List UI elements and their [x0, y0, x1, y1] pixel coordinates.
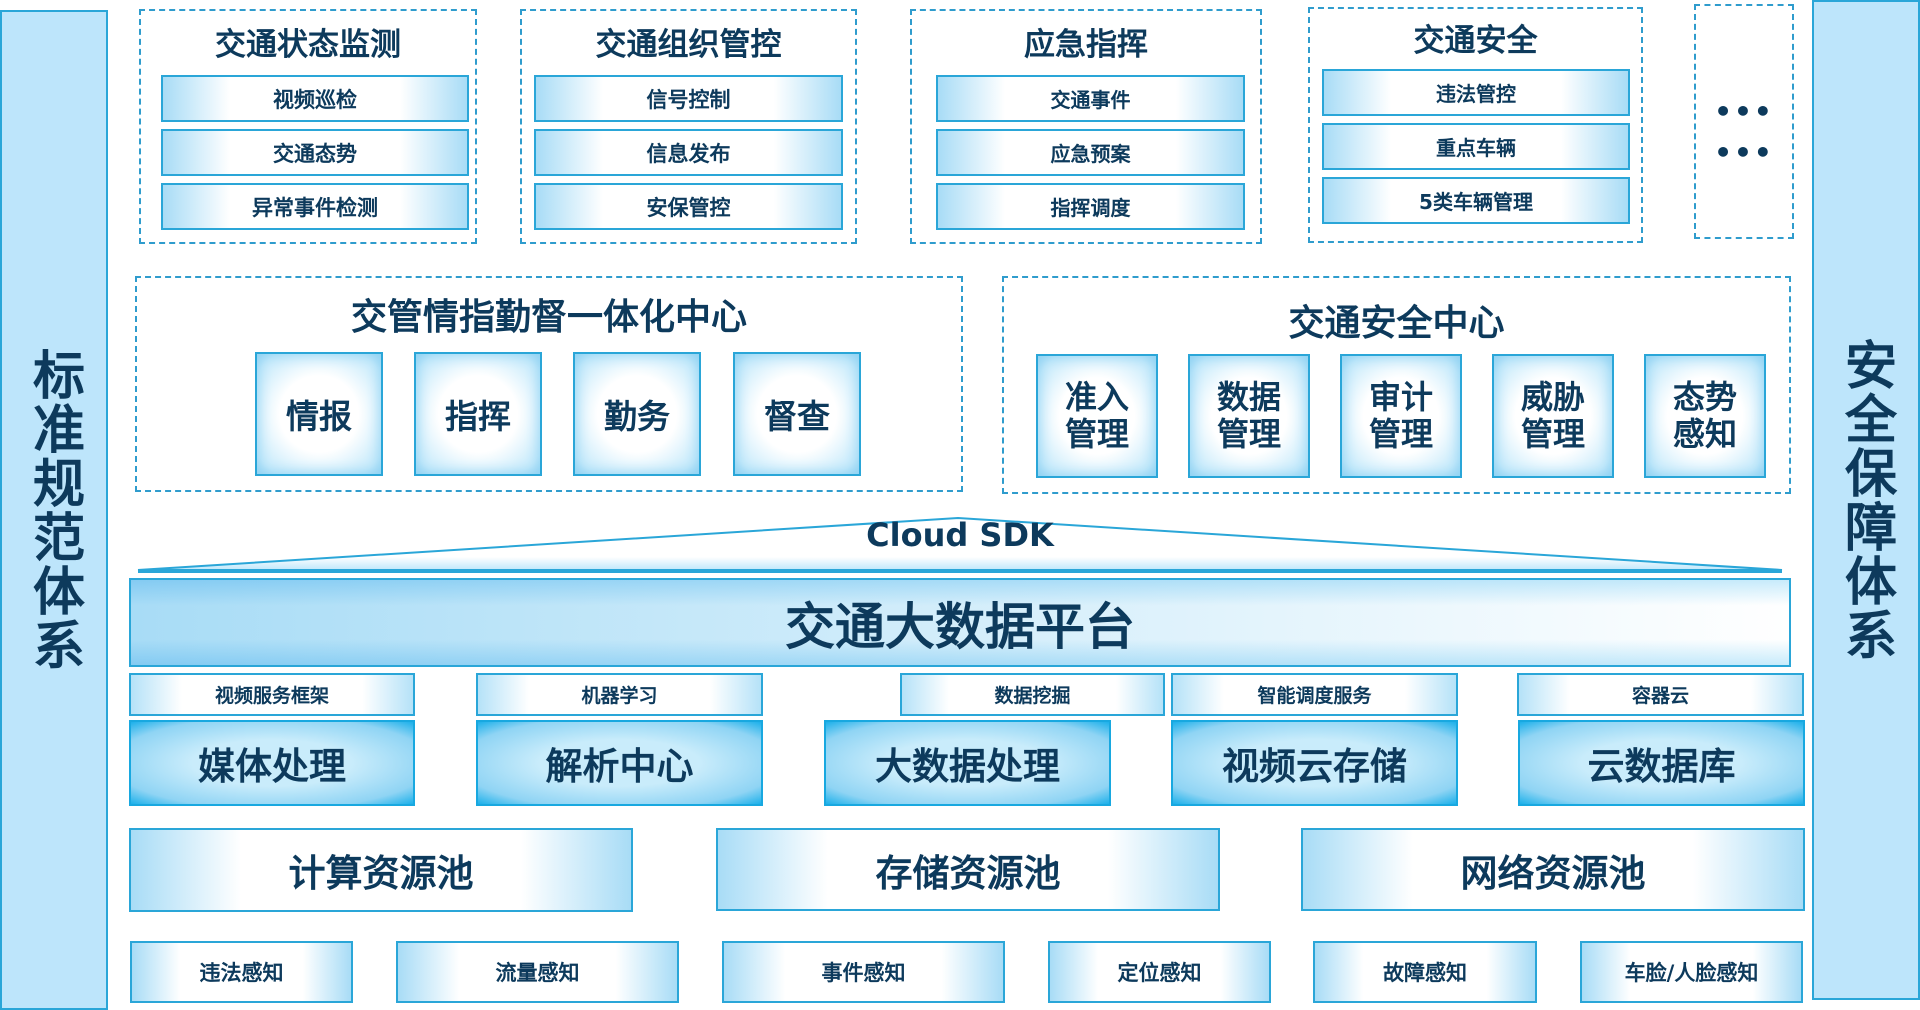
more-ellipsis: ••• [1714, 136, 1774, 169]
center-title: 交通安全中心 [1288, 303, 1505, 344]
module-media-processing[interactable]: 媒体处理 [129, 720, 415, 806]
standards-system-label: 标准规范体系 [23, 348, 84, 672]
cloud-sdk-label: Cloud SDK [866, 516, 1054, 554]
service-video-framework[interactable]: 视频服务框架 [129, 673, 415, 716]
module-video-cloud-storage[interactable]: 视频云存储 [1171, 720, 1458, 806]
card-duty[interactable]: 勤务 [573, 352, 701, 476]
cloud-sdk-roof [137, 516, 1783, 573]
item-traffic-event[interactable]: 交通事件 [936, 75, 1245, 122]
group-traffic-organization: 交通组织管控 信号控制 信息发布 安保管控 [520, 9, 857, 244]
group-title: 交通组织管控 [595, 27, 782, 63]
item-security-control[interactable]: 安保管控 [534, 183, 843, 230]
traffic-security-center: 交通安全中心 准入 管理 数据 管理 审计 管理 威胁 管理 态势 感知 [1002, 276, 1791, 494]
service-machine-learning[interactable]: 机器学习 [476, 673, 763, 716]
group-traffic-monitoring: 交通状态监测 视频巡检 交通态势 异常事件检测 [139, 9, 477, 244]
integrated-command-center: 交管情指勤督一体化中心 情报 指挥 勤务 督查 [135, 276, 963, 492]
standards-system-bar: 标准规范体系 [0, 10, 108, 1010]
sensing-violation[interactable]: 违法感知 [130, 941, 353, 1003]
service-smart-scheduling[interactable]: 智能调度服务 [1171, 673, 1458, 716]
item-key-vehicles[interactable]: 重点车辆 [1322, 123, 1630, 170]
sensing-vehicle-face[interactable]: 车脸/人脸感知 [1580, 941, 1803, 1003]
center-title: 交管情指勤督一体化中心 [350, 297, 747, 338]
service-data-mining[interactable]: 数据挖掘 [900, 673, 1165, 716]
card-threat-management[interactable]: 威胁 管理 [1492, 354, 1614, 478]
module-cloud-database[interactable]: 云数据库 [1518, 720, 1805, 806]
item-emergency-plan[interactable]: 应急预案 [936, 129, 1245, 176]
card-intelligence[interactable]: 情报 [255, 352, 383, 476]
card-command[interactable]: 指挥 [414, 352, 542, 476]
more-ellipsis: ••• [1714, 95, 1774, 128]
security-system-label: 安全保障体系 [1835, 338, 1896, 662]
security-system-bar: 安全保障体系 [1812, 0, 1920, 1000]
item-abnormal-event-detection[interactable]: 异常事件检测 [161, 183, 469, 230]
sensing-event[interactable]: 事件感知 [722, 941, 1005, 1003]
group-more: ••• ••• [1694, 4, 1794, 239]
service-container-cloud[interactable]: 容器云 [1517, 673, 1804, 716]
sensing-fault[interactable]: 故障感知 [1313, 941, 1537, 1003]
item-traffic-situation[interactable]: 交通态势 [161, 129, 469, 176]
group-traffic-safety: 交通安全 违法管控 重点车辆 5类车辆管理 [1308, 7, 1643, 243]
group-title: 应急指挥 [1024, 27, 1148, 63]
item-video-patrol[interactable]: 视频巡检 [161, 75, 469, 122]
card-access-management[interactable]: 准入 管理 [1036, 354, 1158, 478]
card-supervision[interactable]: 督查 [733, 352, 861, 476]
roof-shape [137, 516, 1783, 571]
module-big-data-processing[interactable]: 大数据处理 [824, 720, 1111, 806]
item-violation-control[interactable]: 违法管控 [1322, 69, 1630, 116]
card-audit-management[interactable]: 审计 管理 [1340, 354, 1462, 478]
traffic-big-data-platform[interactable]: 交通大数据平台 [129, 578, 1791, 667]
card-situation-awareness[interactable]: 态势 感知 [1644, 354, 1766, 478]
item-command-dispatch[interactable]: 指挥调度 [936, 183, 1245, 230]
sensing-traffic-flow[interactable]: 流量感知 [396, 941, 679, 1003]
item-info-release[interactable]: 信息发布 [534, 129, 843, 176]
group-title: 交通安全 [1413, 23, 1538, 59]
item-5-vehicle-management[interactable]: 5类车辆管理 [1322, 177, 1630, 224]
module-parsing-center[interactable]: 解析中心 [476, 720, 763, 806]
group-emergency-command: 应急指挥 交通事件 应急预案 指挥调度 [910, 9, 1262, 244]
item-signal-control[interactable]: 信号控制 [534, 75, 843, 122]
sensing-positioning[interactable]: 定位感知 [1048, 941, 1271, 1003]
pool-compute[interactable]: 计算资源池 [129, 828, 633, 912]
card-data-management[interactable]: 数据 管理 [1188, 354, 1310, 478]
pool-network[interactable]: 网络资源池 [1301, 828, 1805, 911]
group-title: 交通状态监测 [215, 27, 401, 63]
pool-storage[interactable]: 存储资源池 [716, 828, 1220, 911]
